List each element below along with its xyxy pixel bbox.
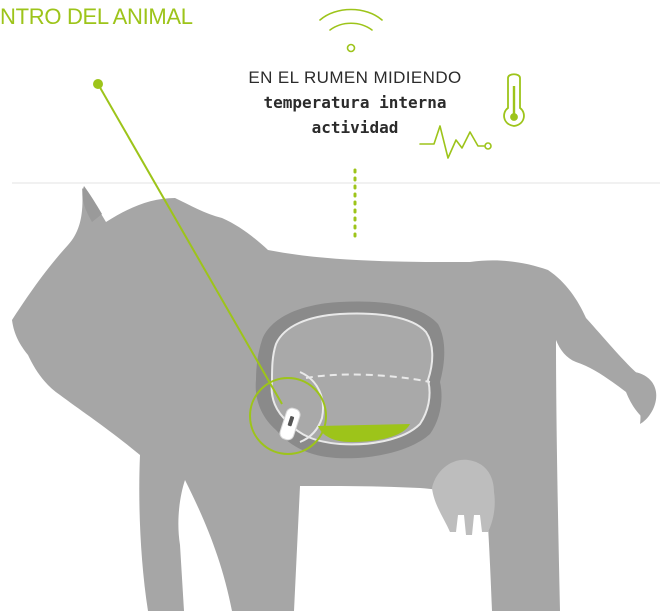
sensor-highlight-circle [249,377,327,455]
wifi-signal-icon [319,8,383,53]
heartbeat-wave-icon [419,125,492,159]
caption-activity: actividad [311,118,399,137]
caption-rumen: EN EL RUMEN MIDIENDO [248,68,462,87]
rumen [255,301,445,459]
bolus-sensor-icon [279,407,301,441]
caption-temperature: temperatura interna [263,93,447,112]
thermometer-icon [503,73,525,127]
leader-dot [93,79,103,89]
leader-line [97,83,283,405]
headline: NTRO DEL ANIMAL [0,4,193,29]
reticulum-boundary [299,371,324,443]
rumen-fluid [318,424,410,442]
rumen-fold [305,373,431,383]
rumen-inner [270,312,434,446]
